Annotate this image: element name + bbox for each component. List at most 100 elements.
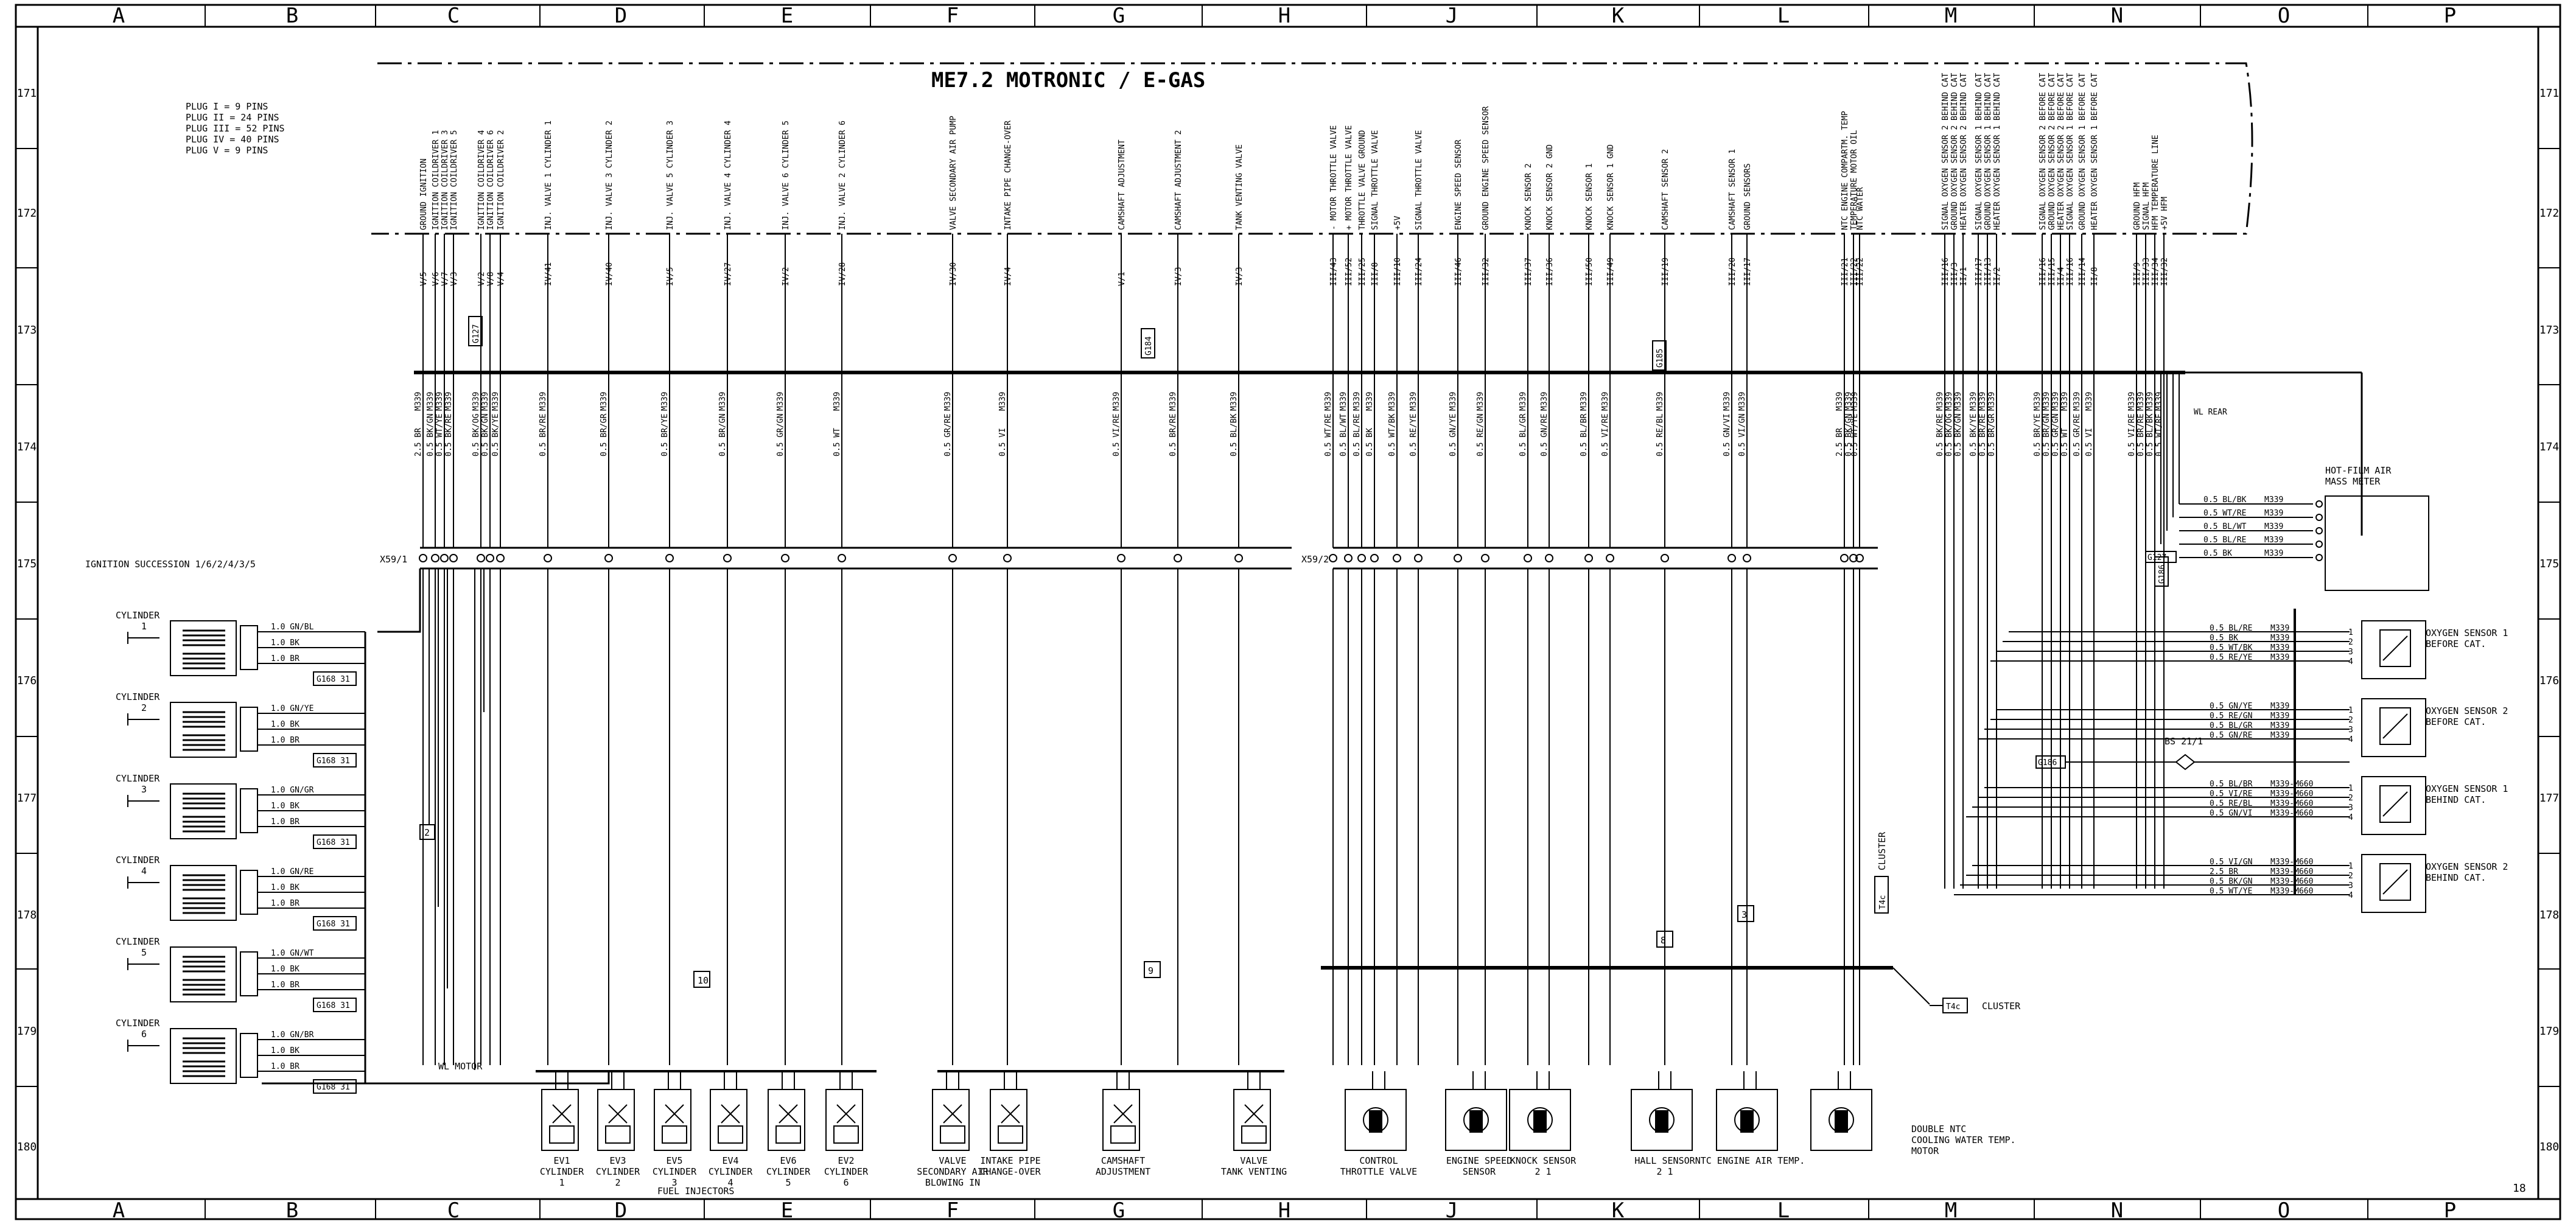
wire-spec: 0.5 GR/RE <box>2073 414 2082 456</box>
ecu-pin-number: V/2 <box>477 272 486 286</box>
ignition-coil-box <box>170 702 237 758</box>
ecu-pin-number: III/16 <box>2039 257 2048 286</box>
wire-spec: 0.5 BK <box>1365 428 1374 456</box>
ecu-pin-label: VALVE SECONDARY AIR PUMP <box>949 116 958 230</box>
oxygen-sensor-label: BEHIND CAT. <box>2426 794 2486 805</box>
oxygen-wire-spec: 0.5 BK <box>2210 634 2238 643</box>
ecu-pin-label: INJ. VALVE 4 CYLINDER 4 <box>724 121 733 230</box>
valve-symbol <box>721 1104 740 1124</box>
connector-pin <box>477 554 485 562</box>
row-label-right: 180 <box>2539 1141 2560 1153</box>
ecu-pin-label: INJ. VALVE 3 CYLINDER 2 <box>605 121 614 230</box>
connector-pin <box>948 554 957 562</box>
ecu-pin-number: III/24 <box>1415 257 1424 286</box>
wire-spec: 0.5 BL/RE <box>1353 414 1362 456</box>
ecu-pin-label: TEMPERATURE MOTOR OIL <box>1850 130 1859 230</box>
col-label-top: C <box>447 4 460 28</box>
page-number: 18 <box>2513 1182 2526 1195</box>
col-label-bottom: D <box>615 1198 627 1223</box>
oxygen-pin-number: 4 <box>2348 657 2353 666</box>
connector-pin <box>1370 554 1379 562</box>
ecu-pin-label: NTC WATER <box>1856 187 1865 230</box>
coil-wire-spec: 1.0 BR <box>271 817 299 827</box>
ecu-pin-label: SIGNAL HFM <box>2142 183 2151 230</box>
component-box <box>1445 1089 1507 1151</box>
col-label-bottom: O <box>2278 1198 2290 1223</box>
oxygen-sensor-element <box>2379 629 2411 667</box>
harness-code: M339 <box>1409 392 1418 411</box>
harness-code: M339 <box>426 392 435 411</box>
ecu-pin-number: II/8 <box>2090 267 2099 286</box>
oxygen-sensor-glyph <box>2382 635 2408 661</box>
misc-labels: IGNITION SUCCESSION 1/6/2/4/3/5 X59/1 X5… <box>85 408 2526 1197</box>
ground-ref-box <box>468 316 483 346</box>
oxygen-sensor-label: OXYGEN SENSOR 1 <box>2426 783 2508 794</box>
ground-ref-label: G186 <box>2038 758 2057 768</box>
component-desc: 5 <box>785 1177 791 1188</box>
valve-body <box>718 1125 743 1144</box>
component-name: VALVE <box>939 1155 966 1166</box>
harness-code: M339 <box>472 392 481 411</box>
harness-code: M339 <box>2264 549 2283 558</box>
oxygen-pin-number: 2 <box>2348 716 2353 725</box>
ground-ref-box <box>2154 556 2169 587</box>
oxygen-sensor-box <box>2361 776 2426 835</box>
connector-pin <box>1743 554 1751 562</box>
oxygen-sensor-box <box>2361 698 2426 757</box>
wire-spec: 0.5 GN/RE <box>1540 414 1549 456</box>
ecu-block: ME7.2 MOTRONIC / E-GAS <box>371 62 2253 235</box>
col-label-top: O <box>2278 4 2290 28</box>
wire-spec: 0.5 BR/GR <box>1987 413 1997 456</box>
harness-code: M339 <box>2033 392 2042 411</box>
fuel-injectors-label: FUEL INJECTORS <box>657 1186 734 1197</box>
ecu-pin-label: GROUND OXYGEN SENSOR 2 BEFORE CAT <box>2048 73 2057 230</box>
component-box <box>1810 1089 1872 1151</box>
ecu-pin-label: INJ. VALVE 5 CYLINDER 3 <box>666 121 675 230</box>
ecu-pin-number: III/16 <box>1941 257 1950 286</box>
col-label-top: E <box>781 4 793 28</box>
ecu-pin-number: IV/3 <box>1174 267 1183 286</box>
hot-film-wire-spec: 0.5 BL/WT <box>2203 522 2247 531</box>
ecu-pin-label: KNOCK SENSOR 2 GND <box>1545 144 1555 230</box>
oxygen-wire-spec: 0.5 GN/VI <box>2210 809 2252 818</box>
row-label-left: 171 <box>17 87 37 100</box>
wire-spec: 0.5 VI/GN <box>1738 414 1747 456</box>
ecu-pin-number: V/6 <box>432 272 441 286</box>
oxygen-wire-spec: 0.5 BK/GN <box>2210 877 2252 886</box>
component-name: EV5 <box>666 1155 682 1166</box>
oxygen-sensor-label: BEFORE CAT. <box>2426 716 2486 727</box>
splice-node-label: 8 <box>1661 935 1666 946</box>
valve-body <box>549 1125 575 1144</box>
component-name: CONTROL <box>1359 1155 1398 1166</box>
ecu-pin-label: INJ. VALVE 2 CYLINDER 6 <box>838 121 847 230</box>
diagram-frame <box>15 4 2561 1220</box>
cylinder-number: 4 <box>141 866 147 876</box>
ecu-pin-label: HEATER OXYGEN SENSOR 2 BEFORE CAT <box>2057 73 2066 230</box>
col-label-top: L <box>1777 4 1790 28</box>
component-desc: 3 <box>671 1177 677 1188</box>
splice-node <box>693 971 710 988</box>
ground-ref-label: G168 31 <box>317 757 350 766</box>
harness-code: M339 <box>2060 392 2070 411</box>
connector-pin <box>419 554 427 562</box>
component-name: CAMSHAFT <box>1101 1155 1145 1166</box>
cylinder-number: 1 <box>141 621 147 632</box>
row-label-left: 177 <box>17 792 37 805</box>
component-name: INTAKE PIPE <box>980 1155 1040 1166</box>
oxygen-pin-number: 1 <box>2348 706 2353 715</box>
harness-code: M339 <box>2146 392 2155 411</box>
harness-code: M339-M660 <box>2270 858 2313 867</box>
coil-wire-spec: 1.0 GN/WT <box>271 949 314 958</box>
wire-spec: 0.5 VI/RE <box>1601 414 1610 456</box>
ecu-pin-number: V/4 <box>497 271 506 286</box>
harness-code: M339 <box>2051 392 2060 411</box>
ecu-pin-label: HEATER OXYGEN SENSOR 2 BEHIND CAT <box>1959 73 1969 230</box>
connector-pin <box>1414 554 1423 562</box>
oxygen-sensor-element <box>2379 863 2411 901</box>
connector-pin <box>1524 554 1532 562</box>
hot-film-wire-spec: 0.5 BK <box>2203 549 2232 558</box>
ecu-pin-number: III/43 <box>1329 257 1339 286</box>
oxygen-wire-spec: 0.5 GN/RE <box>2210 731 2252 740</box>
coil-wire-spec: 1.0 BK <box>271 1046 299 1055</box>
